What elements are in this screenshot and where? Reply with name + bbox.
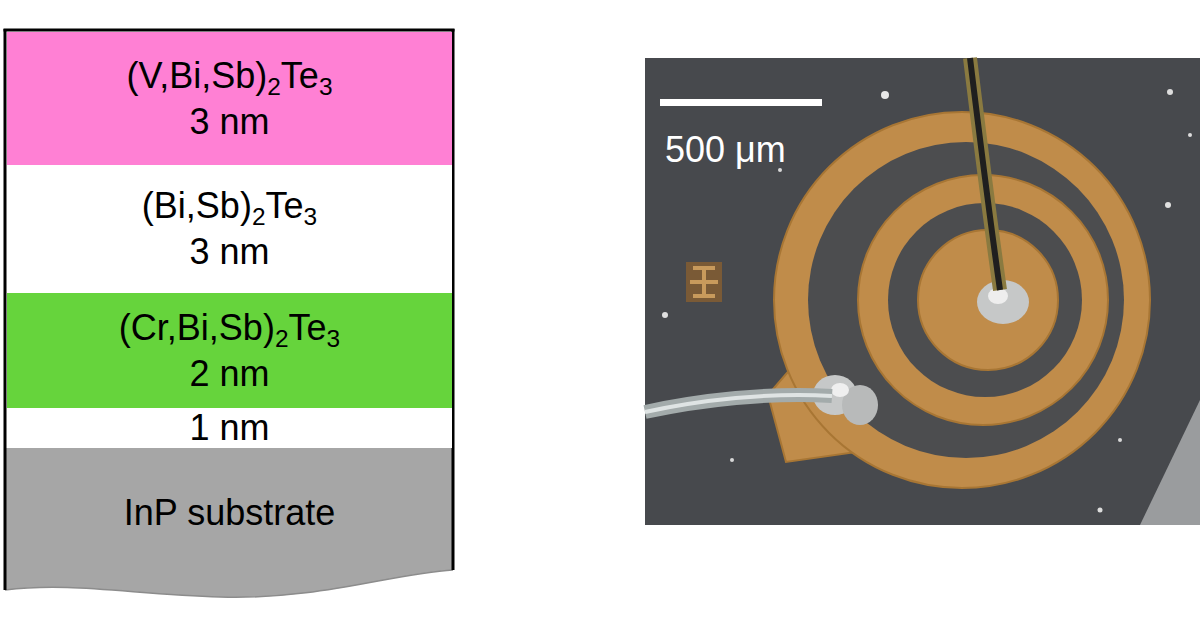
alignment-mark [686, 262, 722, 302]
device-photo [645, 58, 1200, 525]
dust-speck [1118, 438, 1122, 442]
outer-ring-electrode [774, 112, 1150, 488]
substrate-edge [5, 570, 453, 597]
layer-band: (Bi,Sb)2Te33 nm [7, 165, 452, 293]
layer-label: 1 nm [189, 408, 269, 448]
alignment-mark-cross [690, 266, 718, 298]
dust-speck [1165, 202, 1171, 208]
layer-label: 3 nm [189, 229, 269, 275]
dust-speck [1098, 508, 1103, 513]
layer-label: 2 nm [189, 351, 269, 397]
silver-paste-highlight [831, 383, 849, 397]
photo-background [645, 58, 1200, 525]
layer-band: InP substrate [7, 448, 452, 578]
dust-speck [730, 458, 734, 462]
dust-speck [881, 91, 889, 99]
layer-material: (Bi,Sb)2Te3 [142, 183, 317, 229]
scale-bar-label: 500 μm [665, 130, 786, 170]
bond-wire-highlight [645, 395, 832, 412]
layer-material: (V,Bi,Sb)2Te3 [127, 53, 333, 99]
bond-wire-core [970, 58, 1000, 290]
dust-speck [1188, 133, 1192, 137]
layer-label: InP substrate [124, 490, 335, 536]
silver-paste-highlight [988, 288, 1008, 304]
scale-bar [660, 99, 822, 106]
ring-gap [808, 142, 1124, 458]
dust-speck [662, 312, 668, 318]
bond-wire [645, 395, 832, 412]
layer-band: (V,Bi,Sb)2Te33 nm [7, 32, 452, 165]
photo-edge-patch [1140, 400, 1200, 525]
dust-speck [1167, 89, 1173, 95]
layer-label: 3 nm [189, 99, 269, 145]
layer-material: (Cr,Bi,Sb)2Te3 [119, 305, 340, 351]
layer-band: (Cr,Bi,Sb)2Te32 nm [7, 293, 452, 408]
layer-band: 1 nm [7, 408, 452, 448]
bond-wire [970, 58, 1000, 290]
substrate-fill [5, 448, 453, 597]
